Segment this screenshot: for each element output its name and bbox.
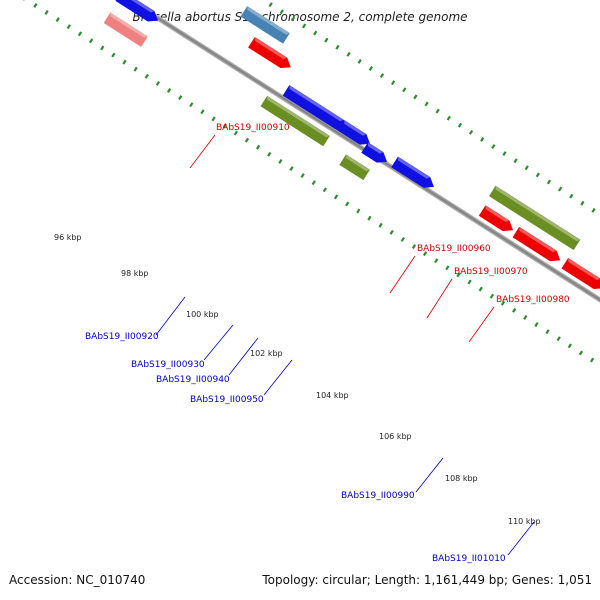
map-title: Brucella abortus S19 chromosome 2, compl… [132, 10, 468, 24]
topology-text: Topology: circular; Length: 1,161,449 bp… [262, 573, 592, 587]
gene-highlight-6 [110, 12, 148, 38]
chromosome-backbone [2, 0, 600, 363]
gene-highlight-4 [131, 0, 155, 13]
gene-label: BAbS19_II00970 [454, 267, 528, 277]
gene-leader-line [203, 324, 234, 361]
gene-highlight-15 [495, 186, 581, 242]
gene-leader-line [468, 306, 495, 343]
gene-feature-18 [561, 257, 600, 290]
gene-highlight-11 [344, 120, 367, 136]
gene-leader-line [507, 521, 535, 556]
kbp-label: 100 kbp [186, 310, 219, 319]
gene-label: BAbS19_II01010 [432, 554, 506, 564]
gene-leader-line [415, 457, 444, 493]
gene-label: BAbS19_II00960 [417, 244, 491, 254]
gene-leader-line [228, 337, 259, 376]
tick-ring-inner [22, 0, 595, 363]
gene-highlight-12 [368, 142, 384, 154]
gene-feature-12 [361, 142, 388, 163]
gene-feature-14 [391, 156, 434, 188]
gene-feature-4 [115, 0, 159, 22]
gene-label: BAbS19_II00910 [216, 123, 290, 133]
kbp-scale: 96 kbp 98 kbp 100 kbp 102 kbp 104 kbp 106 kbp… [54, 233, 541, 526]
gene-feature-17 [512, 226, 561, 262]
gene-highlight-17 [519, 227, 557, 253]
gene-highlight-18 [568, 258, 600, 281]
gene-label: BAbS19_II00930 [131, 360, 205, 370]
gene-feature-15 [488, 185, 581, 251]
tick-ring-outer [259, 0, 596, 213]
kbp-label: 102 kbp [250, 349, 283, 358]
gene-highlight-9 [289, 85, 344, 122]
gene-label: BAbS19_II00980 [496, 295, 570, 305]
accession-text: Accession: NC_010740 [9, 573, 146, 587]
kbp-label: 104 kbp [316, 391, 349, 400]
tick-rings [22, 0, 596, 363]
kbp-label: 106 kbp [379, 432, 412, 441]
gene-highlight-10 [267, 96, 330, 138]
gene-labels: BAbS19_II00910BAbS19_II00960BAbS19_II009… [85, 123, 570, 564]
gene-highlight-16 [485, 205, 510, 223]
gene-label: BAbS19_II00950 [190, 395, 264, 405]
gene-feature-10 [260, 95, 330, 147]
gene-leader-line [389, 255, 416, 294]
gene-highlight-8 [254, 37, 287, 60]
gene-feature-8 [248, 36, 291, 69]
gene-leader-line [263, 359, 293, 396]
gene-feature-6 [103, 12, 148, 47]
kbp-label: 98 kbp [121, 269, 149, 278]
kbp-label: 96 kbp [54, 233, 82, 242]
gene-leader-line [426, 278, 453, 319]
gene-leader-line [155, 296, 186, 336]
gene-features [103, 0, 600, 290]
gene-highlight-14 [398, 156, 431, 179]
gene-label: BAbS19_II00940 [156, 375, 230, 385]
gene-feature-7 [240, 6, 290, 44]
gene-label: BAbS19_II00990 [341, 491, 415, 501]
kbp-label: 108 kbp [445, 474, 478, 483]
gene-feature-13 [339, 154, 371, 181]
gene-leader-line [189, 134, 216, 169]
gene-label: BAbS19_II00920 [85, 332, 159, 342]
kbp-label: 110 kbp [508, 517, 541, 526]
gene-feature-11 [337, 119, 371, 145]
gene-highlight-7 [247, 6, 290, 35]
gene-highlight-13 [346, 154, 370, 172]
gene-feature-16 [478, 205, 514, 232]
